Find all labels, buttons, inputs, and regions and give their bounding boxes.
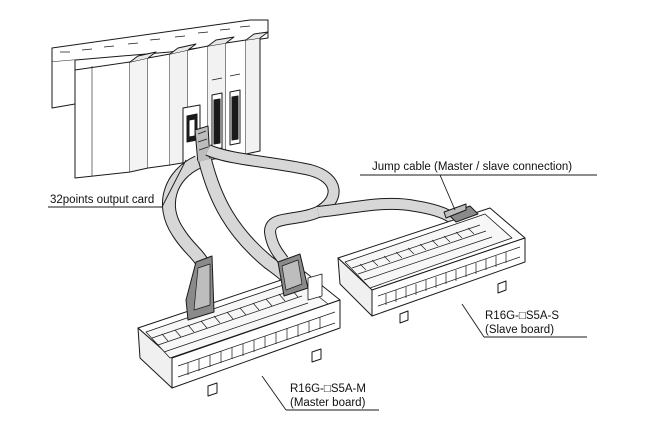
- leader-master: [261, 375, 287, 411]
- slave-model-label: R16G-□S5A-S: [485, 310, 560, 322]
- slave-board: [337, 203, 526, 324]
- leader-lines: [48, 159, 597, 411]
- jump-cable-label: Jump cable (Master / slave connection): [372, 161, 573, 173]
- master-board: [137, 253, 341, 397]
- leader-slave: [461, 303, 485, 338]
- slave-screw-row: [377, 246, 521, 307]
- master-screw-row: [177, 311, 336, 378]
- slave-terminal-row: [351, 224, 493, 281]
- master-model-label: R16G-□S5A-M: [290, 383, 366, 395]
- slave-name-label: (Slave board): [485, 324, 555, 336]
- leader-jump-cable: [439, 174, 456, 211]
- leader-output-card: [48, 159, 187, 208]
- master-name-label: (Master board): [290, 397, 366, 409]
- master-terminal-row: [151, 288, 309, 353]
- output-card-label: 32points output card: [50, 194, 155, 206]
